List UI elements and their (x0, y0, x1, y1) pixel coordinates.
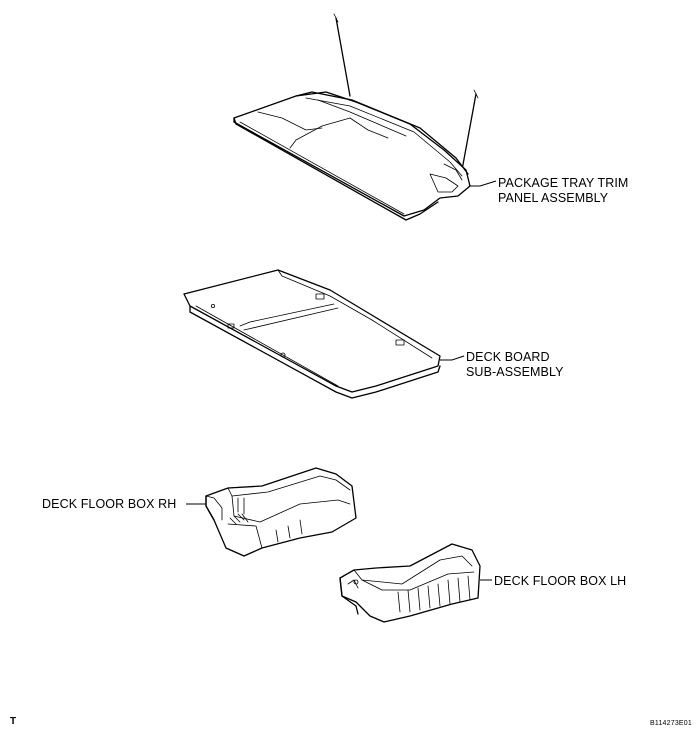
deck-board-leader (440, 355, 465, 361)
package-tray-label-line2: PANEL ASSEMBLY (498, 191, 609, 205)
deck-board-label-line1: DECK BOARD (466, 350, 550, 364)
package-tray-label-line1: PACKAGE TRAY TRIM (498, 176, 629, 190)
floor-box-rh-label-text: DECK FLOOR BOX RH (42, 497, 177, 511)
deck-floor-box-lh-drawing (339, 543, 481, 623)
floor-box-lh-label-text: DECK FLOOR BOX LH (494, 574, 627, 588)
package-tray-label: PACKAGE TRAY TRIM PANEL ASSEMBLY (498, 176, 628, 206)
figure-code: B114273E01 (650, 720, 692, 727)
package-tray-leader (470, 180, 497, 187)
deck-floor-box-rh-drawing (205, 467, 357, 557)
deck-board-drawing (183, 269, 441, 399)
floor-box-lh-label: DECK FLOOR BOX LH (494, 574, 626, 589)
package-tray-trim-panel-drawing (233, 13, 479, 221)
corner-mark: T (10, 716, 17, 727)
floor-box-rh-label: DECK FLOOR BOX RH (42, 497, 176, 512)
deck-board-label: DECK BOARD SUB-ASSEMBLY (466, 350, 564, 380)
deck-board-label-line2: SUB-ASSEMBLY (466, 365, 564, 379)
